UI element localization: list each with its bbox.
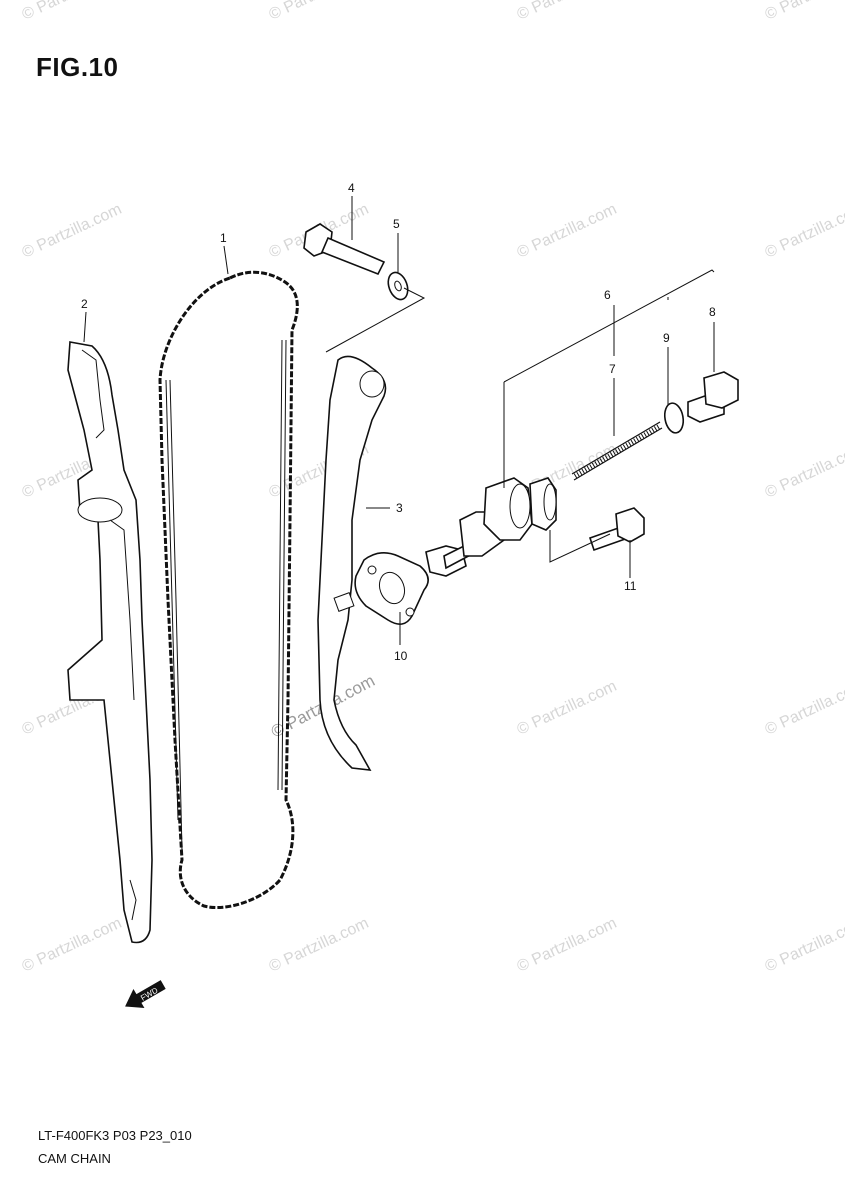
watermark: © Partzilla.com: [20, 0, 125, 24]
part-8-cap-bolt: [687, 371, 739, 423]
callout-4: 4: [348, 181, 355, 195]
watermark: © Partzilla.com: [20, 915, 125, 976]
callout-2: 2: [81, 297, 88, 311]
watermark: © Partzilla.com: [267, 0, 372, 24]
part-6-tensioner-adjuster: [425, 477, 557, 577]
watermark: © Partzilla.com: [515, 915, 620, 976]
callout-7: 7: [609, 362, 616, 376]
watermark: © Partzilla.com: [763, 915, 845, 976]
callout-10: 10: [394, 649, 408, 663]
watermark: © Partzilla.com: [20, 201, 125, 262]
watermark: © Partzilla.com: [763, 678, 845, 739]
part-2-chain-guide: [67, 341, 153, 944]
watermark: © Partzilla.com: [515, 0, 620, 24]
leader-lines: [83, 196, 715, 645]
part-5-washer: [387, 271, 409, 301]
diagram-name: CAM CHAIN: [38, 1151, 111, 1166]
callout-1: 1: [220, 231, 227, 245]
callout-9: 9: [663, 331, 670, 345]
watermark: © Partzilla.com: [763, 201, 845, 262]
part-3-tensioner-arm: [317, 355, 387, 771]
watermark: © Partzilla.com: [763, 441, 845, 502]
callout-3: 3: [396, 501, 403, 515]
watermark: © Partzilla.com: [763, 0, 845, 24]
part-11-bolt: [588, 507, 645, 552]
callout-6: 6: [604, 288, 611, 302]
part-1-cam-chain: [158, 270, 299, 910]
diagram-code: LT-F400FK3 P03 P23_010: [38, 1128, 192, 1143]
watermark: © Partzilla.com: [515, 678, 620, 739]
part-9-o-ring: [663, 402, 685, 434]
callout-11: 11: [624, 579, 637, 593]
watermark: © Partzilla.com: [515, 201, 620, 262]
figure-title: FIG.10: [36, 52, 119, 82]
watermark: © Partzilla.com: [267, 915, 372, 976]
part-10-gasket: [354, 552, 429, 625]
callouts: 1 2 3 4 5 6 7 8 9 10 11: [81, 181, 716, 663]
part-4-bolt: [303, 223, 386, 276]
part-7-spring: [571, 421, 663, 481]
callout-8: 8: [709, 305, 716, 319]
callout-5: 5: [393, 217, 400, 231]
forward-arrow-icon: FWD: [125, 980, 166, 1009]
